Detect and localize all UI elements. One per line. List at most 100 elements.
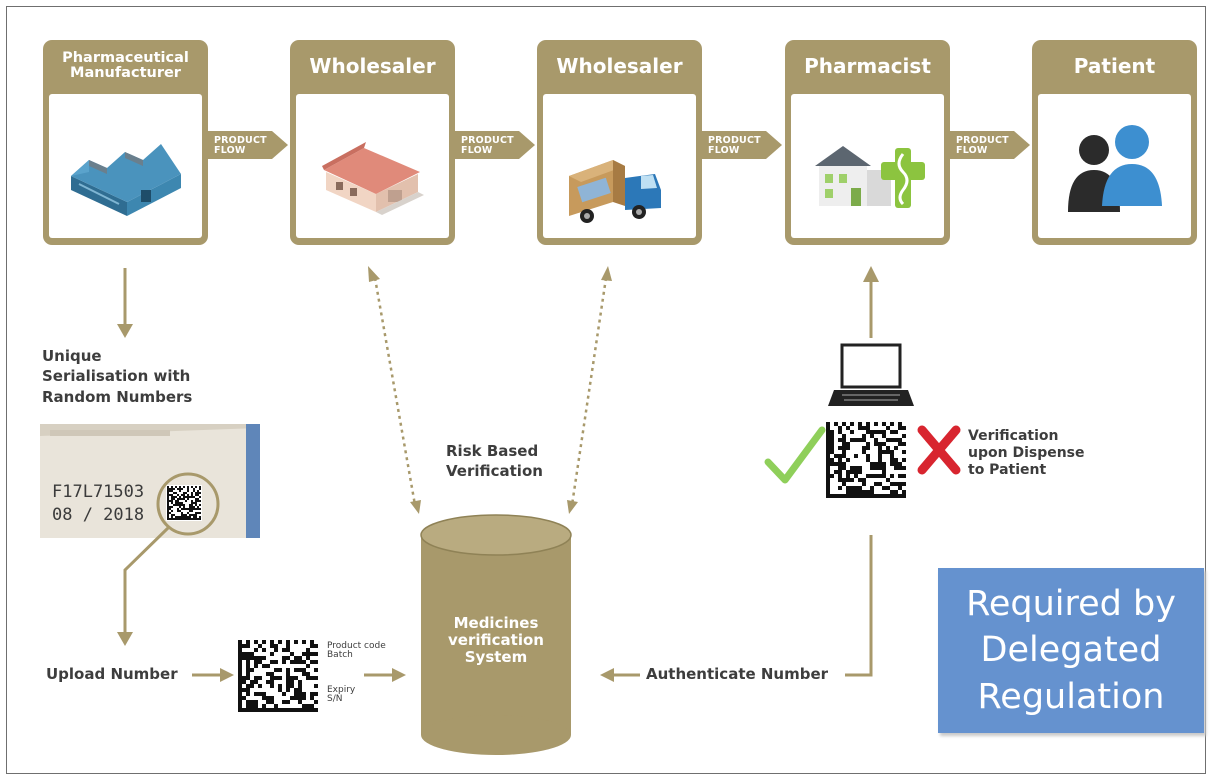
datamatrix-cell: [826, 490, 830, 494]
datamatrix-cell: [195, 504, 197, 506]
serialised-pack-photo: [40, 424, 260, 538]
datamatrix-cell: [902, 434, 906, 438]
datamatrix-cell: [874, 462, 878, 466]
datamatrix-cell: [314, 644, 318, 648]
datamatrix-cell: [195, 518, 197, 520]
datamatrix-cell: [898, 422, 902, 426]
datamatrix-cell: [898, 466, 902, 470]
datamatrix-cell: [270, 660, 274, 664]
datamatrix-cell: [197, 506, 199, 508]
datamatrix-cell: [838, 458, 842, 462]
datamatrix-cell: [850, 478, 854, 482]
datamatrix-cell: [846, 442, 850, 446]
datamatrix-cell: [862, 434, 866, 438]
arrow-to-authenticate: [845, 535, 873, 677]
datamatrix-cell: [878, 446, 882, 450]
datamatrix-cell: [846, 470, 850, 474]
datamatrix-cell: [870, 430, 874, 434]
upload-datamatrix: [238, 640, 318, 712]
datamatrix-cell: [314, 660, 318, 664]
datamatrix-cell: [898, 482, 902, 486]
datamatrix-cell: [187, 498, 189, 500]
datamatrix-cell: [826, 462, 830, 466]
datamatrix-cell: [274, 704, 278, 708]
datamatrix-cell: [858, 486, 862, 490]
datamatrix-cell: [878, 442, 882, 446]
datamatrix-cell: [894, 466, 898, 470]
datamatrix-cell: [850, 490, 854, 494]
datamatrix-cell: [191, 508, 193, 510]
datamatrix-cell: [842, 462, 846, 466]
datamatrix-cell: [850, 470, 854, 474]
datamatrix-cell: [858, 470, 862, 474]
datamatrix-cell: [185, 518, 187, 520]
datamatrix-cell: [842, 450, 846, 454]
stage-image-area: [791, 94, 944, 238]
datamatrix-cell: [882, 470, 886, 474]
datamatrix-cell: [898, 486, 902, 490]
datamatrix-cell: [254, 664, 258, 668]
datamatrix-cell: [199, 492, 201, 494]
datamatrix-cell: [890, 462, 894, 466]
datamatrix-cell: [878, 482, 882, 486]
datamatrix-cell: [298, 700, 302, 704]
datamatrix-cell: [250, 656, 254, 660]
datamatrix-cell: [183, 494, 185, 496]
datamatrix-cell: [193, 518, 195, 520]
datamatrix-cell: [197, 512, 199, 514]
datamatrix-cell: [250, 668, 254, 672]
datamatrix-cell: [866, 490, 870, 494]
datamatrix-cell: [177, 502, 179, 504]
stage-title-text: Patient: [1073, 53, 1156, 78]
datamatrix-cell: [842, 466, 846, 470]
datamatrix-cell: [238, 708, 242, 712]
datamatrix-cell: [290, 696, 294, 700]
datamatrix-cell: [250, 652, 254, 656]
datamatrix-cell: [294, 640, 298, 644]
datamatrix-cell: [181, 514, 183, 516]
datamatrix-cell: [242, 656, 246, 660]
verify-datamatrix: [826, 422, 906, 498]
datamatrix-cell: [187, 516, 189, 518]
datamatrix-cell: [254, 680, 258, 684]
datamatrix-cell: [854, 438, 858, 442]
datamatrix-cell: [270, 684, 274, 688]
datamatrix-cell: [306, 664, 310, 668]
datamatrix-cell: [238, 664, 242, 668]
datamatrix-cell: [298, 668, 302, 672]
datamatrix-cell: [270, 708, 274, 712]
datamatrix-cell: [902, 494, 906, 498]
datamatrix-cell: [181, 516, 183, 518]
datamatrix-cell: [246, 672, 250, 676]
datamatrix-cell: [238, 672, 242, 676]
datamatrix-cell: [167, 496, 169, 498]
datamatrix-cell: [866, 454, 870, 458]
datamatrix-cell: [830, 494, 834, 498]
datamatrix-cell: [886, 426, 890, 430]
datamatrix-cell: [842, 446, 846, 450]
datamatrix-cell: [197, 492, 199, 494]
datamatrix-cell: [262, 696, 266, 700]
datamatrix-cell: [195, 486, 197, 488]
datamatrix-cell: [882, 466, 886, 470]
datamatrix-cell: [266, 708, 270, 712]
datamatrix-cell: [238, 704, 242, 708]
datamatrix-cell: [262, 664, 266, 668]
datamatrix-cell: [258, 656, 262, 660]
datamatrix-cell: [179, 488, 181, 490]
datamatrix-cell: [266, 664, 270, 668]
datamatrix-cell: [179, 502, 181, 504]
datamatrix-cell: [169, 518, 171, 520]
datamatrix-cell: [254, 700, 258, 704]
mvs-cylinder: [420, 514, 572, 755]
datamatrix-cell: [290, 708, 294, 712]
datamatrix-cell: [902, 482, 906, 486]
datamatrix-cell: [195, 512, 197, 514]
datamatrix-cell: [882, 430, 886, 434]
